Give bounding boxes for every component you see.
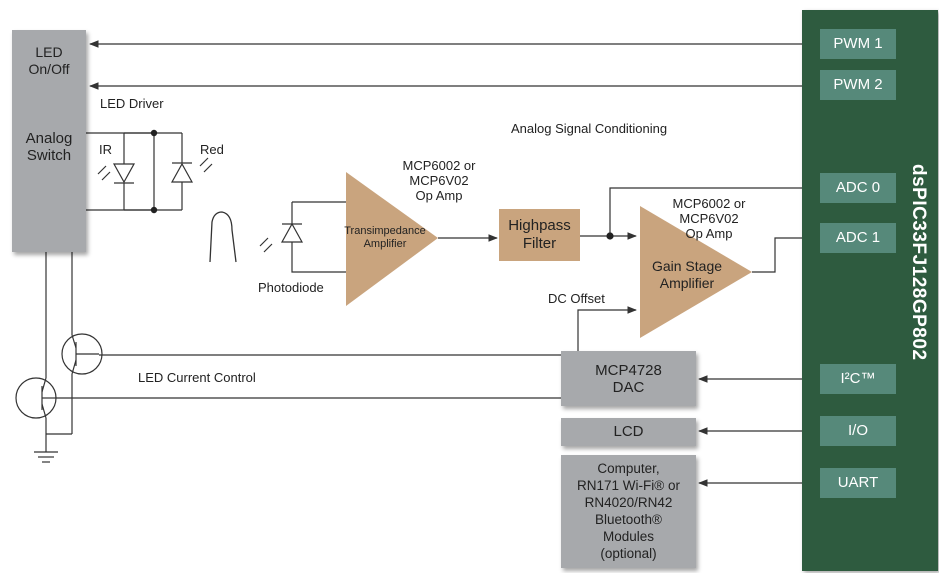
mcu-name: dsPIC33FJ128GP802 (908, 163, 929, 361)
photodiode-symbol (259, 201, 346, 273)
communication-modules-block (561, 455, 696, 568)
opamp1-part-label: MCP6002 or MCP6V02 Op Amp (402, 158, 476, 203)
led-onoff-label: LED On/Off (28, 44, 70, 77)
pin-uart: UART (820, 468, 896, 498)
led-current-control-label: LED Current Control (138, 370, 256, 385)
transistor-lower (15, 252, 72, 452)
analog-signal-conditioning-label: Analog Signal Conditioning (511, 121, 668, 136)
pin-adc1: ADC 1 (820, 223, 896, 253)
pin-adc0: ADC 0 (820, 173, 896, 203)
highpass-filter-block: Highpass Filter (499, 209, 580, 261)
junction-dot (150, 206, 158, 214)
pin-pwm2: PWM 2 (820, 70, 896, 100)
analog-switch-label: Analog Switch (25, 130, 73, 164)
photodiode-label: Photodiode (258, 280, 324, 295)
lcd-label: LCD (613, 423, 644, 440)
dac-block (561, 351, 696, 406)
analog-switch-block (12, 30, 86, 252)
red-label: Red (200, 142, 224, 157)
opamp2-part-label: MCP6002 or MCP6V02 Op Amp (672, 196, 746, 241)
gain-stage-amp-shape (640, 206, 752, 338)
transimpedance-amp-shape (346, 172, 438, 306)
led-driver-circuit (86, 132, 213, 211)
ground-symbol (34, 451, 58, 463)
ir-label: IR (99, 142, 112, 157)
lcd-block (561, 418, 696, 446)
pin-pwm1: PWM 1 (820, 29, 896, 59)
finger-shape (209, 211, 237, 263)
pin-io: I/O (820, 416, 896, 446)
communication-modules-label: Computer, RN171 Wi-Fi® or RN4020/RN42 Bl… (577, 461, 680, 561)
transistor-upper (61, 252, 103, 434)
junction-dot (606, 232, 614, 240)
transimpedance-amplifier-label: Transimpedance Amplifier (344, 225, 426, 250)
gain-stage-amplifier-label: Gain Stage Amplifier (651, 258, 723, 291)
led-driver-label: LED Driver (100, 96, 164, 111)
dc-offset-label: DC Offset (548, 291, 605, 306)
pin-i2c: I²C™ (820, 364, 896, 394)
junction-dot (150, 129, 158, 137)
dac-label: MCP4728 DAC (595, 362, 662, 396)
